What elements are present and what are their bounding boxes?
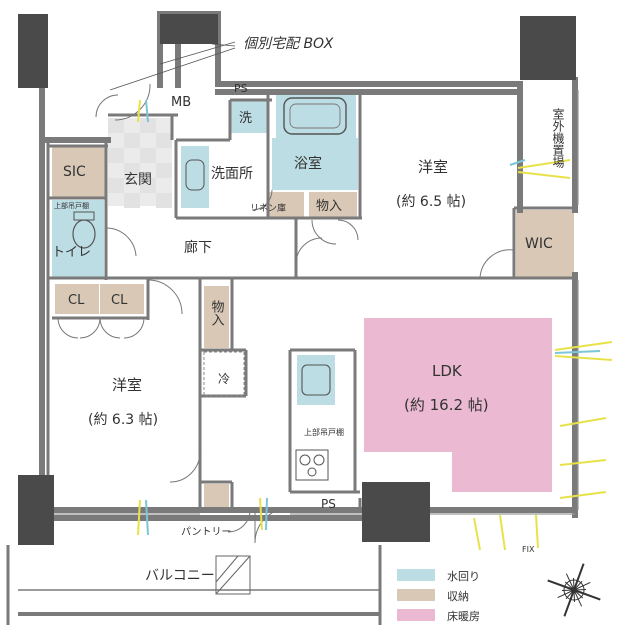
walls	[39, 11, 578, 521]
columns	[18, 14, 576, 545]
toilet-tank	[73, 211, 95, 221]
label-mb: MB	[171, 95, 191, 110]
toilet-area	[52, 200, 104, 278]
laundry-area	[231, 101, 267, 133]
label-ldk: LDK	[432, 362, 463, 380]
label-western-room-top: 洋室	[418, 158, 448, 176]
label-kitchen-cabinet: 上部吊戸棚	[304, 427, 344, 437]
label-sic: SIC	[63, 164, 86, 180]
label-western-room-left: 洋室	[112, 376, 142, 394]
compass-ray	[573, 563, 585, 591]
closet-mid	[204, 286, 229, 348]
label-outdoor-unit: 室外機置場	[551, 107, 565, 169]
entrance-tile	[124, 193, 140, 208]
wic-storage	[516, 210, 574, 278]
label-ps-top: PS	[234, 82, 248, 95]
bathtub-area	[276, 94, 356, 138]
label-ps-bottom: PS	[321, 497, 336, 511]
entrance-tile	[108, 118, 124, 133]
label-western-room-top-size: (約 6.5 帖)	[396, 194, 466, 210]
legend-label-storage: 収納	[447, 590, 469, 603]
entrance-tile	[140, 178, 156, 193]
compass-ray	[573, 589, 601, 601]
bathroom-area	[272, 138, 358, 190]
label-closet-top: 物入	[316, 199, 342, 214]
entrance-tile	[140, 148, 156, 163]
kitchen-sink	[297, 355, 335, 405]
ldk-floor-heating-area	[364, 318, 552, 492]
cooktop	[295, 449, 329, 481]
washbasin-bowl	[185, 159, 205, 191]
entrance-tile	[124, 163, 140, 178]
legend-label-heating: 床暖房	[447, 609, 480, 623]
label-bathroom: 浴室	[294, 155, 322, 172]
entrance-tile	[156, 133, 172, 148]
balcony-hatch	[215, 555, 251, 595]
legend-swatch-water	[397, 569, 435, 581]
pantry-storage	[204, 484, 229, 510]
door-swings	[57, 83, 515, 544]
label-cl-1: CL	[68, 293, 85, 308]
label-entrance: 玄関	[124, 171, 152, 188]
bathtub	[283, 97, 347, 135]
kitchen-sink-bowl	[301, 364, 331, 396]
label-wic: WIC	[525, 236, 553, 252]
label-balcony: バルコニー	[145, 568, 215, 584]
legend-swatch-storage	[397, 589, 435, 601]
fridge-space	[203, 351, 245, 397]
sic-storage	[52, 146, 106, 198]
balcony-railing	[6, 545, 382, 625]
label-washroom: 洗面所	[211, 166, 253, 182]
vent-marks	[137, 99, 613, 551]
compass	[547, 563, 601, 617]
cl-closet-1	[55, 284, 99, 314]
label-laundry: 洗	[239, 111, 252, 126]
legend: 水回り 収納 床暖房	[397, 569, 480, 623]
entrance-tile	[124, 133, 140, 148]
compass-ray	[563, 589, 575, 617]
label-linen: リネン庫	[250, 202, 286, 214]
label-closet-mid: 物入	[209, 300, 225, 326]
entrance-tile	[108, 178, 124, 193]
legend-label-water: 水回り	[447, 570, 480, 583]
windows	[54, 90, 579, 515]
label-western-room-left-size: (約 6.3 帖)	[88, 412, 158, 428]
cl-closet-2	[100, 284, 144, 314]
washbasin-counter	[181, 146, 209, 208]
entrance-tile	[140, 118, 156, 133]
label-hallway: 廊下	[184, 239, 212, 256]
entrance-tile	[156, 163, 172, 178]
legend-swatch-heating	[397, 609, 435, 621]
label-toilet-cabinet: 上部吊戸棚	[54, 201, 89, 210]
bathtub-inner	[289, 103, 341, 129]
label-toilet: トイレ	[52, 245, 91, 260]
box-leader-lines	[109, 41, 236, 91]
entrance-tile	[156, 193, 172, 208]
label-cl-2: CL	[111, 293, 128, 308]
linen-storage	[268, 192, 304, 218]
closet-top	[309, 192, 357, 218]
label-delivery-box: 個別宅配 BOX	[243, 36, 334, 52]
label-ldk-size: (約 16.2 帖)	[404, 396, 489, 414]
label-fix: FIX	[522, 545, 535, 554]
label-pantry: パントリー	[181, 526, 232, 538]
entrance-tiles	[108, 118, 172, 208]
compass-ray	[547, 579, 575, 591]
entrance-tile	[108, 148, 124, 163]
label-fridge: 冷	[218, 372, 230, 386]
